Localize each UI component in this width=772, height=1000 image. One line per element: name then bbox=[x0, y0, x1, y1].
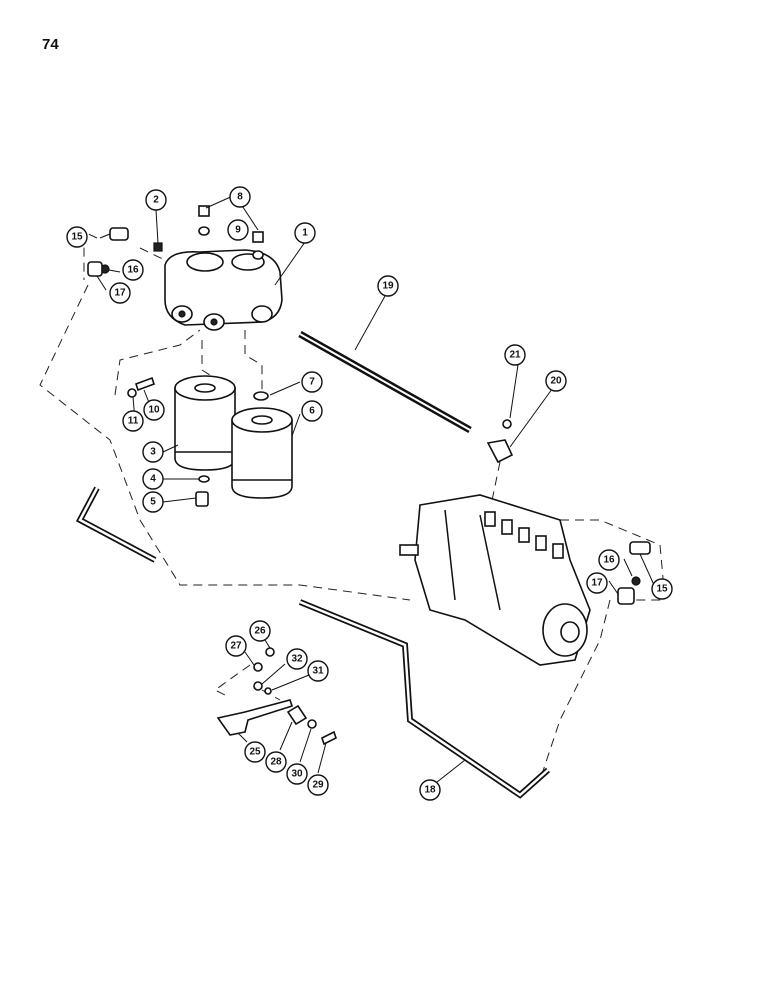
svg-text:25: 25 bbox=[249, 747, 261, 758]
drain-plug-5 bbox=[195, 491, 209, 507]
svg-text:11: 11 bbox=[128, 416, 139, 427]
fuel-hose bbox=[298, 330, 472, 434]
nut-32 bbox=[253, 681, 263, 691]
small-fittings bbox=[87, 205, 651, 605]
callout-20: 20 bbox=[545, 370, 567, 392]
bolt-10 bbox=[134, 376, 156, 392]
fitting-21 bbox=[502, 419, 512, 429]
svg-text:8: 8 bbox=[237, 192, 243, 203]
bolt-8b bbox=[252, 231, 264, 243]
washer-11 bbox=[127, 388, 137, 398]
svg-text:17: 17 bbox=[114, 288, 126, 299]
svg-text:15: 15 bbox=[71, 232, 83, 243]
bolt-26 bbox=[265, 647, 275, 657]
bolt-8a bbox=[198, 205, 210, 217]
callout-16-left: 16 bbox=[122, 259, 144, 281]
svg-text:2: 2 bbox=[153, 195, 159, 206]
svg-text:9: 9 bbox=[235, 225, 241, 236]
svg-text:16: 16 bbox=[603, 555, 615, 566]
svg-text:15: 15 bbox=[656, 584, 668, 595]
callout-17-right: 17 bbox=[586, 572, 608, 594]
callout-26: 26 bbox=[249, 620, 271, 642]
elbow-fitting-right bbox=[629, 541, 651, 555]
callout-17-left: 17 bbox=[109, 282, 131, 304]
callout-1: 1 bbox=[294, 222, 316, 244]
page-number: 74 bbox=[42, 36, 59, 53]
elbow-fitting-left bbox=[109, 227, 129, 241]
nut-17a bbox=[87, 261, 103, 277]
bracket-assembly bbox=[216, 647, 337, 746]
svg-text:6: 6 bbox=[309, 406, 315, 417]
svg-text:32: 32 bbox=[291, 654, 303, 665]
callout-15-left: 15 bbox=[66, 226, 88, 248]
callout-27: 27 bbox=[225, 635, 247, 657]
washer-30 bbox=[307, 719, 317, 729]
callout-25: 25 bbox=[244, 741, 266, 763]
callout-7: 7 bbox=[301, 371, 323, 393]
callout-28: 28 bbox=[265, 751, 287, 773]
washer-27 bbox=[253, 662, 263, 672]
svg-text:16: 16 bbox=[127, 265, 139, 276]
callout-8: 8 bbox=[229, 186, 251, 208]
dashed-routing-lines bbox=[39, 231, 666, 781]
washer-9b bbox=[252, 250, 264, 260]
callout-32: 32 bbox=[286, 648, 308, 670]
svg-text:4: 4 bbox=[150, 474, 156, 485]
callout-9: 9 bbox=[227, 219, 249, 241]
svg-text:19: 19 bbox=[382, 281, 394, 292]
o-ring-4 bbox=[198, 475, 210, 483]
svg-text:17: 17 bbox=[591, 578, 603, 589]
svg-text:26: 26 bbox=[254, 626, 266, 637]
injection-pump bbox=[399, 494, 591, 666]
callout-19: 19 bbox=[377, 275, 399, 297]
nut-17b bbox=[617, 587, 635, 605]
svg-text:21: 21 bbox=[509, 350, 521, 361]
callout-6: 6 bbox=[301, 400, 323, 422]
callout-5: 5 bbox=[142, 491, 164, 513]
svg-text:20: 20 bbox=[550, 376, 562, 387]
callout-29: 29 bbox=[307, 774, 329, 796]
callout-21: 21 bbox=[504, 344, 526, 366]
washer-31 bbox=[264, 687, 272, 695]
callout-2: 2 bbox=[145, 189, 167, 211]
plug-2 bbox=[153, 242, 163, 252]
svg-text:27: 27 bbox=[230, 641, 242, 652]
svg-text:3: 3 bbox=[150, 447, 156, 458]
callout-31: 31 bbox=[307, 660, 329, 682]
svg-text:7: 7 bbox=[309, 377, 315, 388]
banjo-20 bbox=[486, 439, 514, 464]
callout-30: 30 bbox=[286, 763, 308, 785]
filter-canister-primary bbox=[174, 375, 236, 471]
svg-text:10: 10 bbox=[148, 405, 160, 416]
callouts: 1 2 3 4 5 6 7 8 9 10 11 15 16 17 18 19 2… bbox=[66, 186, 673, 801]
callout-10: 10 bbox=[143, 399, 165, 421]
callout-3: 3 bbox=[142, 441, 164, 463]
o-ring-7 bbox=[253, 391, 269, 401]
svg-text:1: 1 bbox=[302, 228, 308, 239]
callout-15-right: 15 bbox=[651, 578, 673, 600]
filter-canister-secondary bbox=[231, 407, 293, 499]
svg-text:29: 29 bbox=[312, 780, 324, 791]
svg-text:5: 5 bbox=[150, 497, 156, 508]
callout-11: 11 bbox=[122, 410, 144, 432]
callout-18: 18 bbox=[419, 779, 441, 801]
bolt-29 bbox=[321, 730, 337, 746]
callout-16-right: 16 bbox=[598, 549, 620, 571]
svg-text:18: 18 bbox=[424, 785, 436, 796]
fuel-pipes bbox=[75, 486, 550, 799]
bracket-25 bbox=[216, 699, 294, 736]
svg-text:28: 28 bbox=[270, 757, 282, 768]
seal-16b bbox=[631, 576, 641, 586]
svg-text:31: 31 bbox=[312, 666, 324, 677]
svg-text:30: 30 bbox=[291, 769, 303, 780]
callout-4: 4 bbox=[142, 468, 164, 490]
clamp-28 bbox=[286, 704, 308, 726]
washer-9a bbox=[198, 226, 210, 236]
filter-head bbox=[164, 249, 283, 331]
